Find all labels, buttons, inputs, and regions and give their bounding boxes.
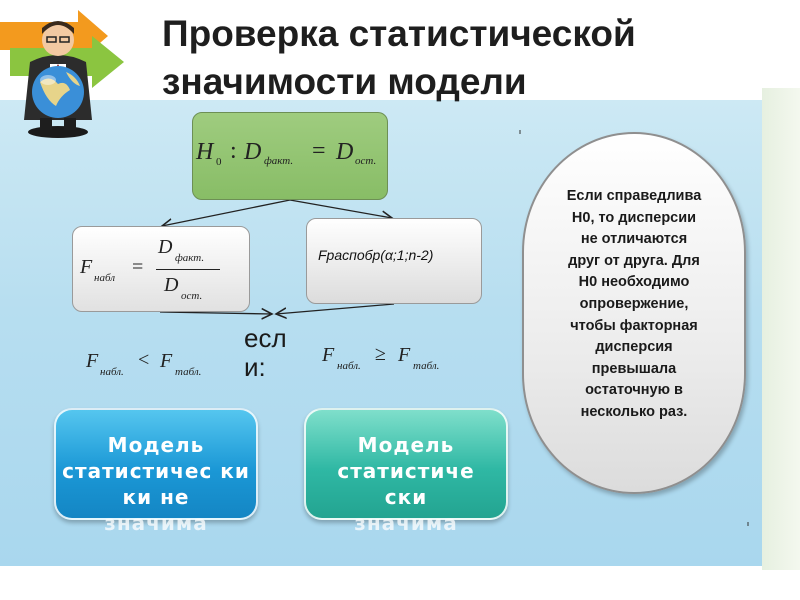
f-table-box — [306, 218, 482, 304]
f-observed-numerator-d: D — [158, 236, 173, 258]
hypothesis-box — [192, 112, 388, 200]
explanation-oval — [522, 132, 746, 494]
cond-less-operator: < — [138, 349, 150, 371]
explanation-line: Если справедлива — [566, 188, 702, 204]
significant-line-2: статистиче — [337, 459, 475, 483]
f-observed-subscript: набл — [94, 272, 116, 284]
f-observed-denominator-d: D — [164, 274, 179, 296]
explanation-line: дисперсия — [595, 339, 673, 356]
if-label-line-1: есл — [244, 323, 287, 353]
fraction-bar — [156, 269, 220, 270]
significant-line-3: ски — [384, 485, 428, 509]
explanation-line: Н0, то дисперсии — [571, 209, 697, 226]
cond-less-f2: F — [160, 350, 173, 372]
hypothesis-h-subscript: 0 — [216, 156, 222, 168]
title-line-1: Проверка статистической — [162, 13, 636, 54]
if-label: есл и: — [244, 324, 304, 382]
explanation-line: друг от друга. Для — [568, 252, 700, 269]
hypothesis-d-fact: D — [244, 139, 262, 165]
not-significant-line-2: статистичес ки — [62, 459, 250, 483]
cond-less-sub1: набл. — [100, 366, 124, 378]
not-significant-line-4: значима — [104, 511, 208, 535]
model-not-significant-button[interactable]: Модель статистичес ки ки не значима — [54, 408, 258, 535]
hypothesis-d-fact-subscript: факт. — [264, 155, 294, 167]
model-significant-button[interactable]: Модель статистиче ски значима — [304, 408, 508, 535]
f-observed-numerator-subscript: факт. — [175, 252, 205, 264]
page-title: Проверка статистической значимости модел… — [162, 10, 762, 106]
businessman-with-globe-icon — [0, 10, 124, 138]
hypothesis-h: H — [196, 139, 214, 165]
explanation-line: опровержение, — [579, 295, 689, 312]
explanation-text: Если справедлива Н0, то дисперсии не отл… — [540, 186, 728, 424]
explanation-line: остаточную в — [585, 382, 683, 399]
explanation-line: не отличаются — [580, 231, 688, 248]
explanation-line: Н0 необходимо — [578, 274, 690, 291]
side-strip — [762, 88, 800, 570]
if-label-line-2: и: — [244, 352, 266, 382]
cond-geq-sub1: набл. — [337, 360, 361, 372]
hypothesis-d-ost: D — [336, 139, 354, 165]
hypothesis-colon: : — [230, 138, 237, 164]
explanation-line: превышала — [591, 360, 677, 377]
f-observed-f: F — [80, 256, 93, 278]
title-line-2: значимости модели — [162, 61, 527, 102]
explanation-line: несколько раз. — [580, 403, 688, 420]
f-observed-denominator-subscript: ост. — [181, 290, 203, 302]
significant-line-1: Модель — [357, 433, 455, 457]
cond-geq-sub2: табл. — [413, 360, 440, 372]
f-observed-equals: = — [132, 256, 144, 278]
hypothesis-d-ost-subscript: ост. — [355, 155, 377, 167]
not-significant-line-3: ки не — [122, 485, 190, 509]
cond-less-f1: F — [86, 350, 99, 372]
cond-geq-f2: F — [398, 344, 411, 366]
significant-line-4: значима — [354, 511, 458, 535]
cond-geq-operator: ≥ — [375, 343, 386, 365]
cond-geq-f1: F — [322, 344, 335, 366]
hypothesis-equals: = — [312, 138, 326, 164]
f-table-formula: Fраспобр(α;1;n-2) — [318, 247, 434, 263]
explanation-line: чтобы факторная — [570, 317, 698, 334]
not-significant-line-1: Модель — [107, 433, 205, 457]
cond-less-sub2: табл. — [175, 366, 202, 378]
